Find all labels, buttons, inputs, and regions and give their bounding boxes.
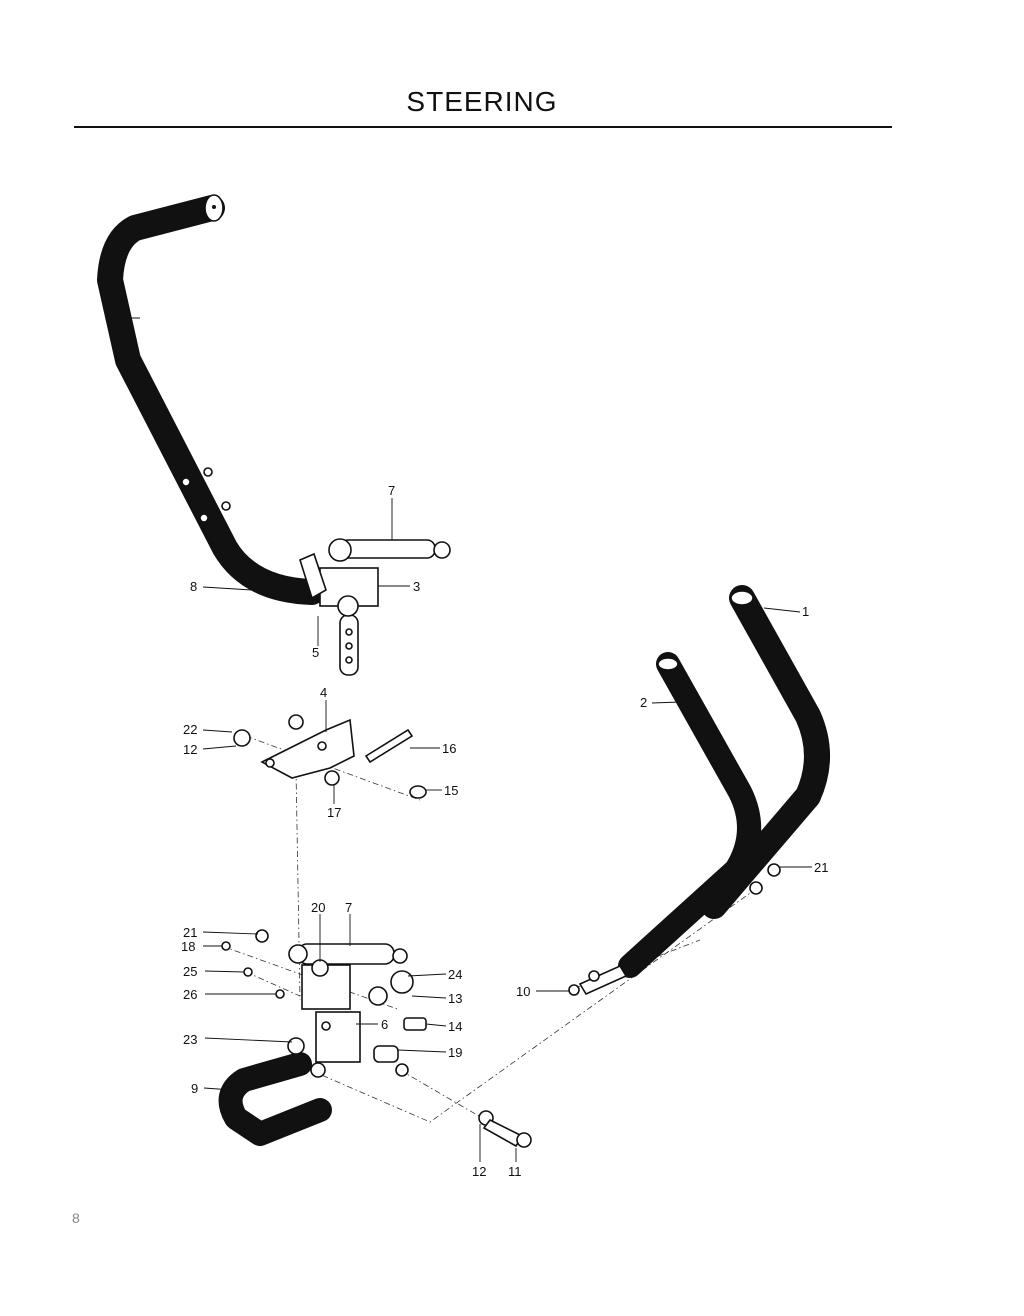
assembly-lines [221,735,761,1141]
callout-14: 14 [448,1019,462,1034]
callout-25: 25 [183,964,197,979]
callout-15: 15 [444,783,458,798]
callout-12-upper: 12 [183,742,197,757]
callout-12-lower: 12 [472,1164,486,1179]
callout-4: 4 [320,685,327,700]
callout-18: 18 [181,939,195,954]
callout-24: 24 [448,967,462,982]
callout-21-left: 21 [183,925,197,940]
callout-26: 26 [183,987,197,1002]
callout-19: 19 [448,1045,462,1060]
callout-6: 6 [381,1017,388,1032]
bracket-4 [233,714,427,799]
callout-1: 1 [802,604,809,619]
page-title: STEERING [406,86,558,117]
callout-2: 2 [640,695,647,710]
callout-labels: 1 2 3 4 5 6 7 7 8 9 10 11 12 12 13 14 15… [181,483,828,1179]
callout-3: 3 [413,579,420,594]
callout-7-upper: 7 [388,483,395,498]
callout-13: 13 [448,991,462,1006]
callout-23: 23 [183,1032,197,1047]
callout-20: 20 [311,900,325,915]
callout-8: 8 [190,579,197,594]
title-rule [74,126,892,128]
callout-10: 10 [516,984,530,999]
callout-17: 17 [327,805,341,820]
callout-5: 5 [312,645,319,660]
callout-16: 16 [442,741,456,756]
callout-21-right: 21 [814,860,828,875]
callout-leaders [202,498,812,1162]
callout-11: 11 [508,1164,522,1179]
page-number: 8 [72,1210,80,1226]
left-control-handle [97,194,325,605]
callout-22: 22 [183,722,197,737]
upper-pivot-assembly [299,538,451,676]
callout-9: 9 [191,1081,198,1096]
right-control-handles [568,585,830,996]
lower-pivot-assembly [218,929,532,1148]
callout-7-lower: 7 [345,900,352,915]
